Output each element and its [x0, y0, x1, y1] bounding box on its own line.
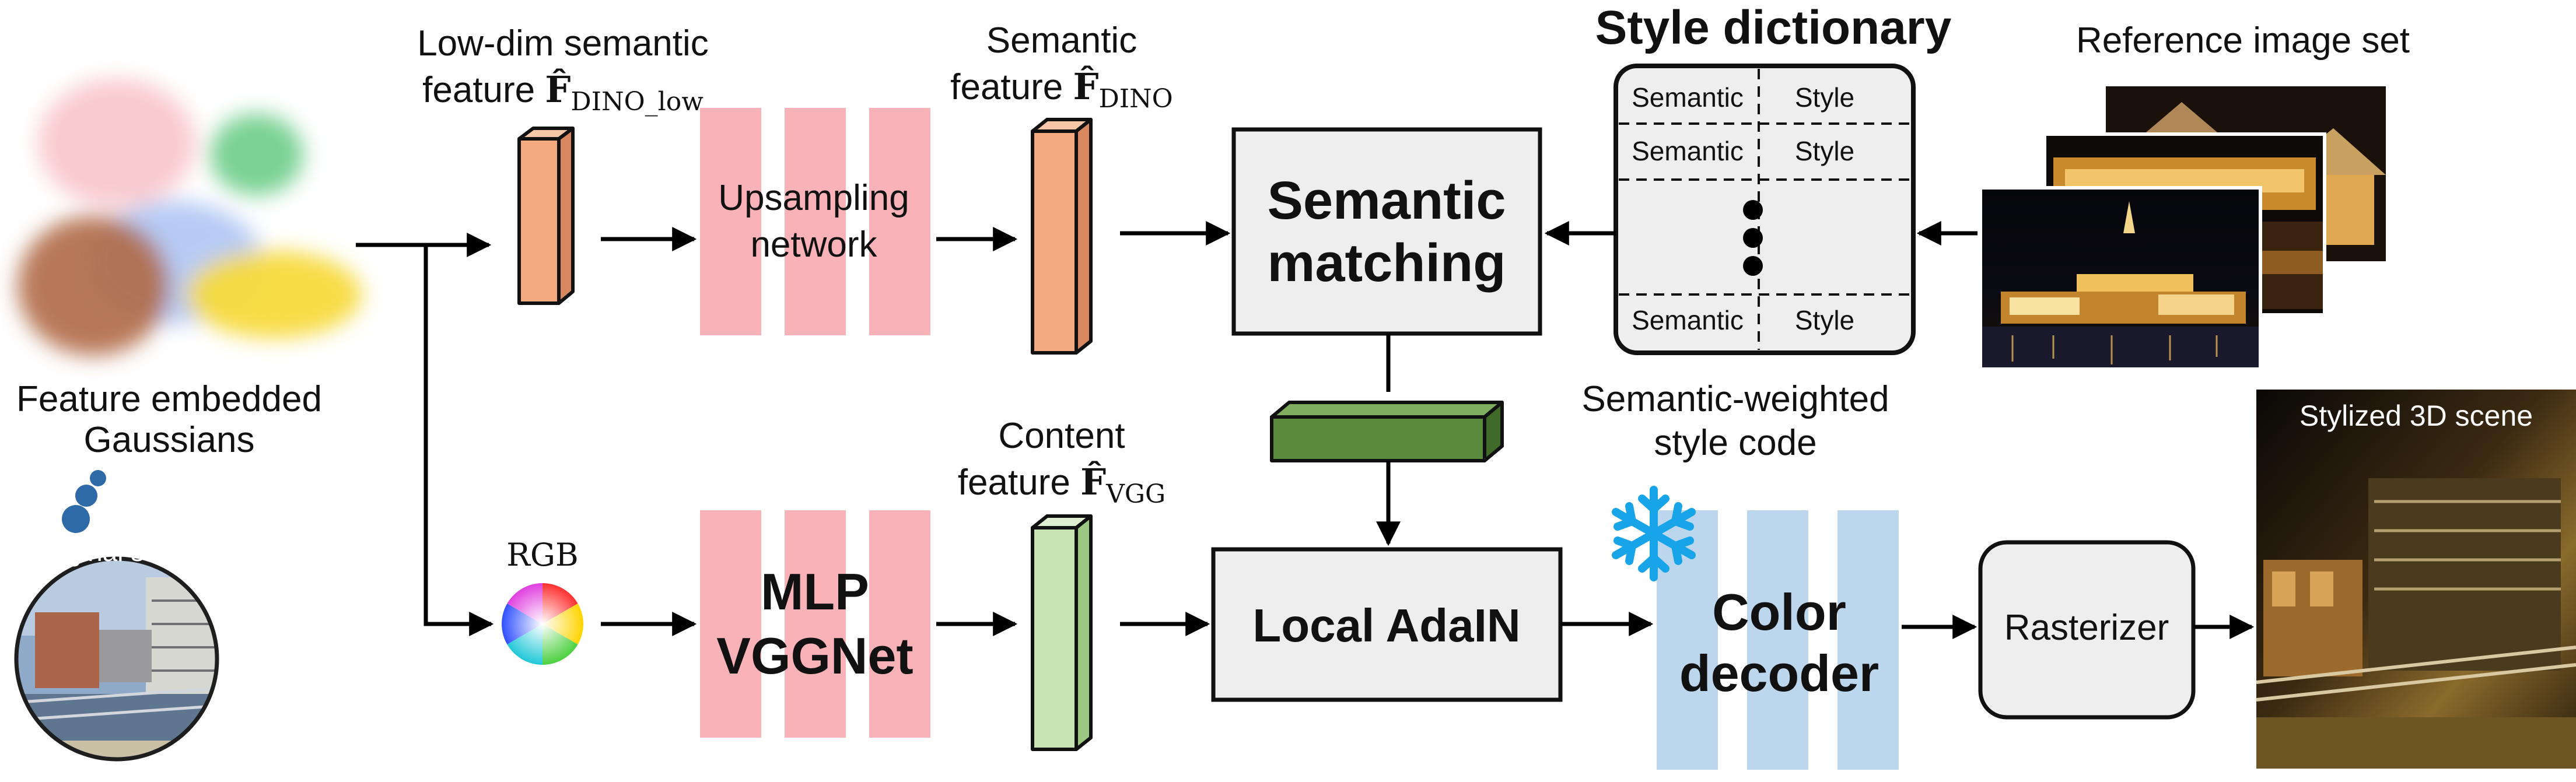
reference-image-label: Reference image set: [2076, 20, 2410, 61]
style-dictionary-table: [1614, 64, 1916, 355]
upsampling-label-line2: network: [750, 225, 877, 265]
dictionary-row1-style: Style: [1795, 82, 1854, 113]
lowdim-feature-symbol: F̂: [545, 68, 570, 111]
style-code-label-line2: style code: [1654, 423, 1817, 463]
content-feature-cuboid: [1031, 514, 1093, 751]
stylized-scene-label: Stylized 3D scene: [2300, 399, 2533, 432]
dictionary-row3-style: Style: [1795, 305, 1854, 335]
upsampling-network-block: [700, 108, 930, 335]
style-dictionary-title: Style dictionary: [1595, 1, 1952, 54]
style-code-cuboid: [1270, 401, 1504, 462]
color-decoder-line2: decoder: [1679, 644, 1879, 702]
rgb-color-wheel-icon: [502, 583, 583, 665]
semantic-feature-cuboid: [1031, 118, 1093, 355]
dictionary-row-dividers: [1619, 122, 1910, 296]
semantic-feature-line2: feature F̂DINO: [950, 65, 1173, 114]
gaussian-cloud-icon: [18, 79, 362, 356]
thought-bubbles: [62, 470, 106, 533]
lowdim-feature-subscript: DINO_low: [570, 87, 704, 117]
original-scene-label: Original scene: [31, 536, 202, 567]
rasterizer-box: [1978, 540, 2196, 720]
reference-image-stack: [1979, 86, 2386, 370]
local-adain-label: Local AdaIN: [1252, 599, 1520, 651]
upsampling-label-line1: Upsampling: [718, 178, 909, 218]
connector-lines: [356, 233, 494, 636]
semantic-matching-line2: matching: [1268, 233, 1506, 293]
lowdim-feature-prefix: feature: [422, 70, 545, 110]
content-feature-line2: feature F̂VGG: [958, 461, 1166, 509]
rgb-label: RGB: [506, 536, 578, 573]
dictionary-row1-semantic: Semantic: [1632, 82, 1744, 113]
semantic-matching-line1: Semantic: [1267, 171, 1506, 230]
mlp-label-line2: VGGNet: [716, 627, 913, 685]
lowdim-feature-line2: feature F̂DINO_low: [422, 68, 704, 117]
lowdim-feature-line1: Low-dim semantic: [417, 23, 709, 64]
rasterizer-label: Rasterizer: [2004, 608, 2169, 648]
dictionary-row2-semantic: Semantic: [1632, 136, 1744, 166]
lowdim-feature-cuboid: [517, 127, 575, 305]
gaussians-label-line2: Gaussians: [84, 420, 255, 460]
semantic-feature-line1: Semantic: [986, 20, 1137, 61]
mlp-label-line1: MLP: [761, 563, 869, 620]
stylized-scene-image: [2256, 390, 2576, 769]
snowflake-icon: [1612, 486, 1696, 581]
original-scene-image: [14, 556, 219, 762]
semantic-matching-box: [1231, 127, 1542, 336]
dictionary-row2-style: Style: [1795, 136, 1854, 166]
mlp-vggnet-block: [700, 510, 930, 738]
gaussians-label-line1: Feature embedded: [16, 379, 322, 419]
color-decoder-line1: Color: [1712, 583, 1846, 641]
style-code-label-line1: Semantic-weighted: [1581, 379, 1889, 419]
dictionary-row3-semantic: Semantic: [1632, 305, 1744, 335]
color-decoder-block: [1657, 510, 1899, 770]
dictionary-ellipsis-dots: [1743, 200, 1763, 276]
content-feature-line1: Content: [998, 416, 1125, 456]
